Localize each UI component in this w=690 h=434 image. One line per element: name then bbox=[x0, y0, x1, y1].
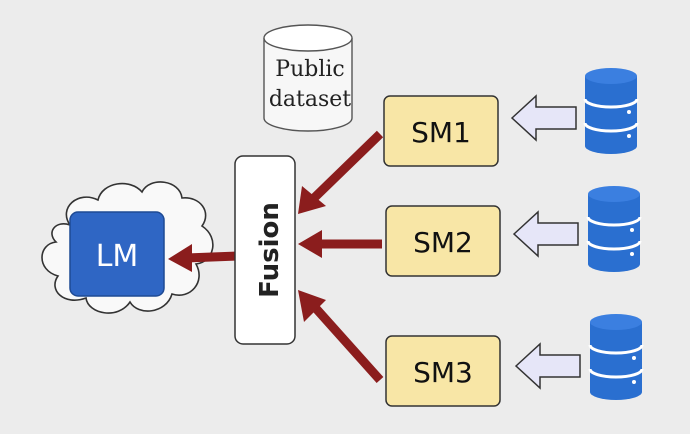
sm2-label: SM2 bbox=[413, 226, 473, 259]
db1-to-sm1-arrow bbox=[510, 94, 577, 142]
public-dataset-cylinder: Public dataset bbox=[263, 24, 353, 132]
public-dataset-label-line2: dataset bbox=[269, 87, 351, 112]
sm1-node: SM1 bbox=[383, 95, 499, 167]
sm3-label: SM3 bbox=[413, 356, 473, 389]
fusion-label: Fusion bbox=[255, 202, 285, 298]
sm3-node: SM3 bbox=[385, 335, 501, 407]
fusion-node: Fusion bbox=[234, 155, 296, 345]
db3-to-sm3-arrow bbox=[514, 342, 581, 390]
sm2-to-fusion-arrow bbox=[298, 230, 382, 258]
database-icon bbox=[583, 68, 639, 154]
fusion-to-lm-arrow bbox=[168, 244, 239, 272]
sm1-to-fusion-arrow bbox=[298, 130, 384, 214]
sm2-node: SM2 bbox=[385, 205, 501, 277]
public-dataset-label-line1: Public bbox=[275, 57, 344, 82]
db2-to-sm2-arrow bbox=[512, 210, 579, 258]
database-icon bbox=[588, 314, 644, 400]
sm1-label: SM1 bbox=[411, 116, 471, 149]
lm-node: LM bbox=[69, 211, 165, 297]
lm-label: LM bbox=[96, 239, 139, 274]
sm3-to-fusion-arrow bbox=[298, 290, 384, 384]
database-icon bbox=[586, 186, 642, 272]
